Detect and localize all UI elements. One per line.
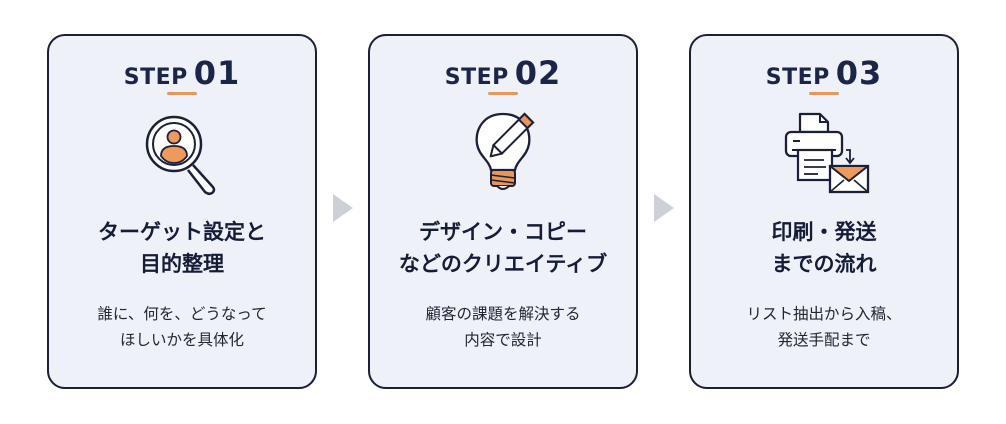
step-label: STEP 01 [49, 54, 315, 92]
step-title: 印刷・発送 までの流れ [771, 220, 877, 276]
step-number: 02 [514, 54, 562, 92]
step-title: デザイン・コピー などのクリエイティブ [398, 220, 608, 276]
step-word: STEP [123, 65, 188, 90]
step-label: STEP 02 [370, 54, 636, 92]
step-description: リスト抽出から入稿、 発送手配まで [746, 305, 902, 349]
step-word: STEP [765, 65, 830, 90]
step-label: STEP 03 [691, 54, 957, 92]
step-word: STEP [444, 65, 509, 90]
accent-underline [488, 92, 518, 95]
accent-underline [167, 92, 197, 95]
step-card-2: STEP 02 デザイン・コピー などのクリエイティブ 顧客の課題を解決する 内… [368, 34, 638, 389]
arrow-right-icon [333, 194, 353, 222]
step-description: 顧客の課題を解決する 内容で設計 [425, 305, 581, 349]
step-description: 誰に、何を、どうなって ほしいかを具体化 [97, 305, 267, 349]
lightbulb-pencil-icon [453, 108, 553, 198]
step-number: 01 [193, 54, 241, 92]
step-title: ターゲット設定と 目的整理 [98, 220, 266, 276]
magnifier-person-icon [132, 108, 232, 198]
step-card-1: STEP 01 ターゲット設定と 目的整理 誰に、何を、どうなって ほしいかを具… [47, 34, 317, 389]
step-card-3: STEP 03 印刷・発送 までの流れ リスト抽出から入稿、 発送手配まで [689, 34, 959, 389]
accent-underline [809, 92, 839, 95]
step-number: 03 [835, 54, 883, 92]
printer-envelope-icon [774, 108, 874, 198]
arrow-right-icon [654, 194, 674, 222]
